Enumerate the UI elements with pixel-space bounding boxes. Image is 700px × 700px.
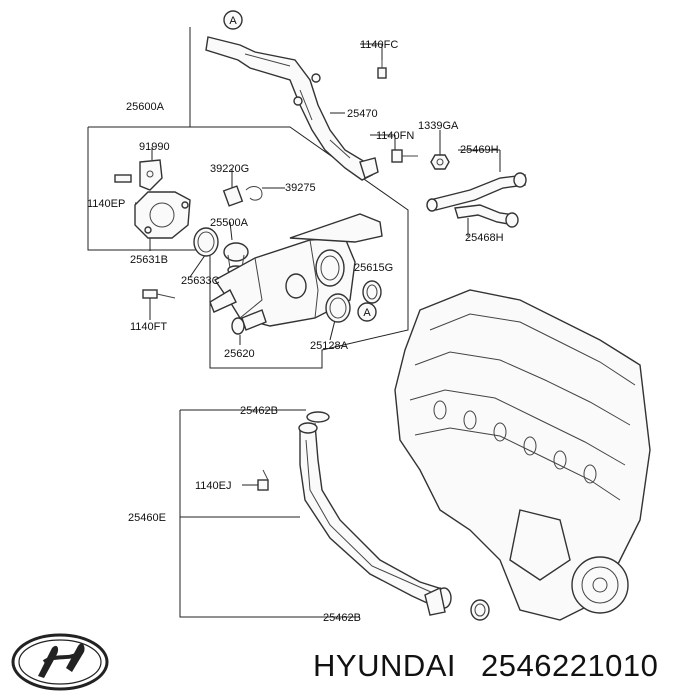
nut-1339GA bbox=[430, 154, 450, 170]
engine-ports bbox=[433, 400, 597, 484]
bolt-1140FT bbox=[142, 289, 176, 299]
coolant-pipe-25460E bbox=[298, 422, 452, 616]
label-25615G: 25615G bbox=[354, 262, 393, 274]
part-labels: 1140FC 25470 25600A 91990 1140FN 1339GA … bbox=[87, 39, 504, 624]
label-25600A: 25600A bbox=[126, 101, 165, 113]
label-91990: 91990 bbox=[139, 141, 170, 153]
label-25462B-top: 25462B bbox=[240, 405, 278, 417]
brand-name: HYUNDAI bbox=[313, 648, 456, 683]
reference-marker-bottom: A bbox=[357, 302, 377, 322]
label-25470: 25470 bbox=[347, 108, 378, 120]
engine-pulley bbox=[571, 556, 629, 614]
label-1339GA: 1339GA bbox=[418, 120, 459, 132]
thermostat-25500A bbox=[223, 242, 249, 275]
label-25620: 25620 bbox=[224, 348, 255, 360]
o-ring-25633C bbox=[193, 227, 219, 257]
hose-25468H bbox=[454, 204, 519, 228]
label-1140FN: 1140FN bbox=[376, 130, 414, 142]
engine-block bbox=[394, 289, 651, 621]
bypass-pipe-25470 bbox=[205, 36, 379, 181]
label-1140EJ: 1140EJ bbox=[195, 480, 232, 492]
bolt-1140FC bbox=[377, 60, 387, 79]
label-25128A: 25128A bbox=[310, 340, 349, 352]
label-25468H: 25468H bbox=[465, 232, 504, 244]
label-1140EP: 1140EP bbox=[87, 198, 125, 210]
hose-25469H bbox=[426, 172, 527, 212]
label-39275: 39275 bbox=[285, 182, 316, 194]
reference-marker-top: A bbox=[223, 10, 243, 30]
label-25633C: 25633C bbox=[181, 275, 220, 287]
label-25500A: 25500A bbox=[210, 217, 249, 229]
label-1140FC: 1140FC bbox=[360, 39, 398, 51]
gasket-25615G bbox=[362, 280, 382, 304]
clamp-25462B-top bbox=[306, 411, 330, 423]
svg-text:A: A bbox=[363, 307, 371, 319]
part-number: 2546221010 bbox=[481, 648, 658, 683]
o-ring-25128A bbox=[325, 293, 351, 323]
label-25460E: 25460E bbox=[128, 512, 166, 524]
clamp-25462B-bottom bbox=[470, 599, 490, 621]
label-25631B: 25631B bbox=[130, 254, 168, 266]
bracket-91990 bbox=[114, 159, 163, 191]
label-39220G: 39220G bbox=[210, 163, 249, 175]
water-outlet-25620 bbox=[209, 213, 383, 335]
label-25469H: 25469H bbox=[460, 144, 499, 156]
hyundai-logo bbox=[11, 633, 109, 691]
label-1140FT: 1140FT bbox=[130, 321, 167, 333]
label-25462B-bottom: 25462B bbox=[323, 612, 361, 624]
sensor-39220G bbox=[222, 185, 263, 207]
housing-cover-25631B bbox=[134, 191, 191, 239]
svg-text:A: A bbox=[229, 15, 237, 27]
bolt-1140FN bbox=[391, 149, 418, 163]
bolt-1140EJ bbox=[257, 469, 269, 491]
